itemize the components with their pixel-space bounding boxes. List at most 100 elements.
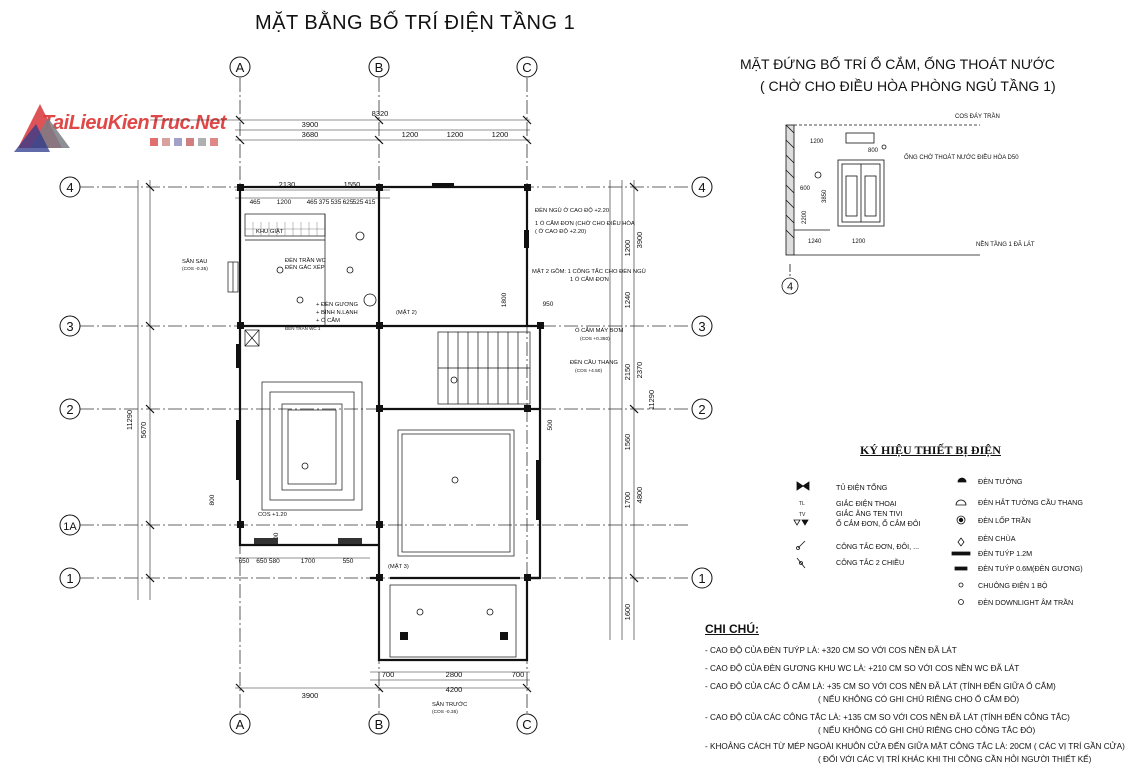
elev-axis-label: 4 [787, 281, 793, 293]
elev-cos-ceiling: COS ĐÁY TRẦN [955, 113, 1000, 120]
ceiling-light-icon [296, 296, 304, 304]
note-line: - CAO ĐỘ CỦA ĐÈN TUÝP LÀ: +320 CM SO VỚI… [705, 646, 957, 655]
laundry-tile-pattern [245, 222, 325, 236]
axis-bubble-a-top [229, 56, 251, 78]
label-mat3: (MẶT 3) [388, 563, 409, 570]
legend-right-item: ĐÈN TUÝP 1.2M [978, 549, 1032, 558]
dim-top-3680: 3680 [302, 130, 319, 139]
legend-right-item: ĐÈN TƯỜNG [978, 477, 1023, 486]
axis-label-2-right: 2 [698, 402, 705, 417]
axis-bubble-4-left [59, 176, 81, 198]
axis-label-c-top: C [522, 60, 531, 75]
elev-dim-1200b: 1200 [852, 239, 866, 245]
dim-535: 535 [331, 199, 342, 206]
dim-375: 375 [319, 199, 330, 206]
ceiling-light-icon [416, 608, 424, 616]
elev-floor: NỀN TẦNG 1 ĐÃ LÁT [976, 241, 1035, 248]
elev-drain-pipe: ỐNG CHỜ THOÁT NƯỚC ĐIỀU HÒA D50 [904, 154, 1019, 161]
elev-dim-3850: 3850 [822, 189, 828, 203]
downlight-icon [958, 599, 964, 605]
axis-bubble-3-right [691, 315, 713, 337]
dim-left-5670: 5670 [139, 422, 148, 439]
dim-625: 625 [343, 199, 354, 206]
drawing-title: MẶT BẰNG BỐ TRÍ ĐIỆN TẦNG 1 [255, 12, 576, 34]
axis-label-3-left: 3 [66, 319, 73, 334]
axis-bubble-a-bottom [229, 713, 251, 735]
axis-label-3-right: 3 [698, 319, 705, 334]
elev-dim-1240: 1240 [808, 239, 822, 245]
dim-top-1200b: 1200 [447, 130, 464, 139]
dim-bottom-700a: 700 [382, 670, 395, 679]
staircase [437, 331, 531, 405]
dim-525: 525 [353, 199, 364, 206]
dim-1550: 1550 [344, 180, 361, 189]
dim-right-4800: 4800 [635, 487, 644, 504]
inner-walls [227, 213, 517, 658]
dim-800: 800 [209, 494, 216, 505]
label-cos-120: COS +1.20 [258, 512, 287, 518]
dim-b-650-580: 650 580 [256, 558, 280, 565]
label-den-ngu: ĐÈN NGỦ Ở CAO ĐỘ +2.20 [535, 207, 609, 214]
axis-label-c-bottom: C [522, 717, 531, 732]
dimension-lines [137, 119, 635, 689]
elevation-subtitle: ( CHỜ CHO ĐIỀU HÒA PHÒNG NGỦ TẦNG 1) [760, 78, 1056, 94]
label-san-sau: SÂN SAU [182, 258, 207, 265]
watermark-house-icon [14, 104, 218, 152]
axis-bubble-1-left [59, 567, 81, 589]
double-socket-icon [801, 519, 809, 526]
tube-light-06-icon [954, 566, 968, 571]
ceiling-light-icon [346, 266, 354, 274]
toilet-icon [363, 293, 377, 307]
ceiling-light-icon [450, 376, 458, 384]
legend-left-item: TỦ ĐIỆN TỔNG [836, 483, 888, 492]
axis-bubble-4-right [691, 176, 713, 198]
legend-right-item: ĐÈN DOWNLIGHT ÂM TRẦN [978, 597, 1073, 607]
note-line: - KHOẢNG CÁCH TỪ MÉP NGOÀI KHUÔN CỬA ĐẾN… [705, 742, 1125, 751]
plan-electrical-symbols [276, 231, 494, 616]
note-line: ( ĐỐI VỚI CÁC VỊ TRÍ KHÁC KHI THI CÔNG C… [818, 755, 1092, 764]
ceiling-light-icon [301, 462, 309, 470]
dim-465: 465 [250, 199, 261, 206]
axis-bubble-c-bottom [516, 713, 538, 735]
legend-right-item: ĐÈN HẮT TƯỜNG CẦU THANG [978, 497, 1083, 507]
note-line: - CAO ĐỘ CỦA ĐÈN GƯƠNG KHU WC LÀ: +210 C… [705, 664, 1020, 673]
dim-1800: 1800 [501, 292, 508, 307]
axis-label-4-left: 4 [66, 180, 73, 195]
dim-top-1200c: 1200 [492, 130, 509, 139]
dim-right-2150: 2150 [623, 364, 632, 381]
dim-top-total: 8320 [372, 109, 389, 118]
label-san-truoc: SÂN TRƯỚC [432, 701, 467, 708]
dim-top-3900: 3900 [302, 120, 319, 129]
label-den-cau-thang: ĐÈN CẦU THANG [570, 359, 618, 366]
elev-dim-800: 800 [868, 148, 879, 154]
dim-950: 950 [543, 301, 554, 308]
elev-dim-600: 600 [800, 186, 811, 192]
socket-icon [793, 519, 801, 526]
dim-1200d: 1200 [277, 199, 292, 206]
tv-jack-icon: TV [799, 512, 806, 518]
label-o-cao-do: ( Ở CAO ĐỘ +2.20) [535, 228, 586, 235]
axis-grid-lines [80, 78, 690, 715]
label-den-tran-wc: ĐÈN TRẦN WC [285, 257, 326, 264]
elevation-detail [781, 124, 980, 295]
label-den-gac-xep: ĐÈN GÁC XÉP [285, 264, 325, 271]
note-line: ( NẾU KHÔNG CÓ GHI CHÚ RIÊNG CHO Ổ CẮM Đ… [818, 695, 1020, 704]
dim-bottom-2800: 2800 [446, 670, 463, 679]
watermark-logo: TaiLieuKienTruc.Net [42, 112, 226, 134]
legend-title: KÝ HIỆU THIẾT BỊ ĐIỆN [860, 443, 1001, 457]
axis-label-1a-left: 1A [63, 521, 77, 533]
legend-left-item: GIẮC ĂNG TEN TIVI [836, 509, 902, 518]
axis-label-a-bottom: A [236, 717, 245, 732]
axis-label-4-right: 4 [698, 180, 705, 195]
label-mat2b: 1 Ổ CẮM ĐƠN [570, 275, 609, 283]
axis-label-1-left: 1 [66, 571, 73, 586]
ceiling-light-icon [486, 608, 494, 616]
dim-right-1700: 1700 [623, 492, 632, 509]
dim-bottom-3900: 3900 [302, 691, 319, 700]
dim-600: 600 [273, 532, 280, 543]
dim-465b: 465 [307, 199, 318, 206]
axis-label-b-bottom: B [375, 717, 384, 732]
dim-right-1200: 1200 [623, 240, 632, 257]
dim-top-1200a: 1200 [402, 130, 419, 139]
dim-right-11290: 11290 [647, 390, 656, 410]
